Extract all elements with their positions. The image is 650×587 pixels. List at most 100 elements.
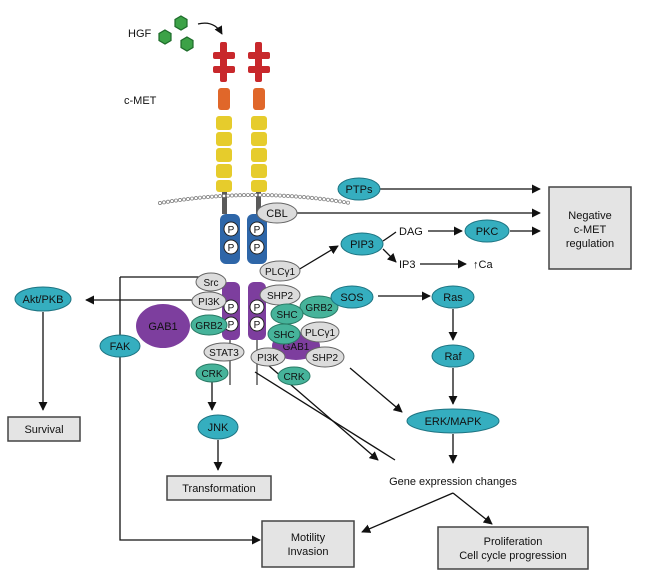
ptps-label: PTPs [346,184,373,196]
gene-proliferation-arrow [452,492,493,525]
cbl-label: CBL [266,208,287,220]
cell-membrane [158,193,350,205]
membrane-lipid [170,199,174,204]
motility-box: Motility Invasion [261,520,355,568]
membrane-lipid [202,195,206,200]
membrane-lipid [238,193,242,198]
membrane-lipid [318,196,322,201]
membrane-lipid [294,194,298,199]
survival-box: Survival [7,416,81,442]
membrane-lipid [330,198,334,203]
membrane-lipid [158,201,162,205]
pip3-label: PIP3 [350,239,374,251]
pip3-split [382,231,397,242]
membrane-lipid [302,195,306,200]
membrane-lipid [162,200,166,205]
membrane-lipid [250,193,254,197]
negative-regulation-box: Negative c-MET regulation [548,186,632,270]
membrane-lipid [242,193,246,198]
svg-text:Invasion: Invasion [288,546,329,558]
membrane-lipid [230,193,234,198]
phospho-sites: P P P P P P P P [223,221,265,332]
membrane-lipid [254,193,258,197]
membrane-lipid [246,193,250,197]
stat3-label: STAT3 [209,348,239,359]
ipt-domains-left [216,116,232,192]
crk-bottom-label: CRK [283,372,304,383]
hgf-hexagon [158,29,172,45]
gene-expression-text: Gene expression changes [389,476,517,488]
grb2-left-label: GRB2 [195,321,223,332]
svg-text:Cell cycle progression: Cell cycle progression [459,550,567,562]
membrane-lipid [178,198,182,202]
membrane-lipid [306,195,310,200]
membrane-lipid [278,193,282,198]
kinase-domain-left [220,214,240,264]
signaling-nodes: PTPs PIP3 PKC SOS Ras Raf ERK/MAPK JNK A… [14,177,510,440]
pkc-label: PKC [476,226,499,238]
phospho-label: P [228,320,235,331]
membrane-lipid [222,193,226,198]
membrane-lipid [326,197,330,202]
raf-label: Raf [444,351,462,363]
cmet-label: c-MET [124,95,157,107]
membrane-lipid [282,193,286,198]
plcg1-pip3-arrow [297,245,339,271]
transformation-box: Transformation [166,475,272,501]
shp2-bottom-label: SHP2 [312,353,339,364]
dag-text: DAG [399,226,423,238]
membrane-lipid [214,194,218,199]
svg-text:Negative: Negative [568,210,611,222]
jnk-label: JNK [208,422,229,434]
membrane-lipid [346,200,350,205]
membrane-lipid [270,193,274,198]
grb2-erk-arrow [349,367,403,413]
phospho-label: P [228,243,235,254]
calcium-text: ↑Ca [473,259,493,271]
membrane-lipid [314,196,318,201]
psi-domain-left [218,88,230,110]
crk-left-label: CRK [201,369,222,380]
sema-domain-right [255,42,262,82]
sos-label: SOS [340,292,363,304]
shc-lower-label: SHC [273,330,294,341]
phospho-label: P [254,243,261,254]
outcome-boxes: Negative c-MET regulation Survival Trans… [7,186,632,570]
membrane-lipid [338,199,342,204]
akt-label: Akt/PKB [23,294,64,306]
membrane-lipid [210,194,214,199]
pi3k-bottom-label: PI3K [257,353,279,364]
gab1-large [136,304,190,348]
erk-label: ERK/MAPK [425,416,483,428]
hgf-binding-arrow [197,22,223,35]
ip3-text: IP3 [399,259,416,271]
membrane-lipid [206,195,210,199]
membrane-lipid [198,195,202,200]
svg-text:regulation: regulation [566,238,614,250]
membrane-lipid [290,194,294,199]
membrane-lipid [182,197,186,202]
fak-label: FAK [110,341,131,353]
shp2-top-label: SHP2 [267,291,294,302]
phospho-label: P [254,320,261,331]
sema-domain-left [220,42,227,82]
right-adaptors: CBL PLCγ1 SHP2 GRB2 SHC GAB1 SHC PLCγ1 P… [250,202,345,386]
svg-text:c-MET: c-MET [574,224,607,236]
membrane-lipid [274,193,278,198]
pip3-ip3-arrow [382,248,397,263]
gab1-large-label: GAB1 [148,321,177,333]
membrane-lipid [286,194,290,198]
membrane-lipid [194,196,198,201]
hgf-label: HGF [128,28,152,40]
phospho-label: P [228,225,235,236]
membrane-lipid [234,193,238,198]
membrane-lipid [174,198,178,203]
membrane-lipid [322,197,326,202]
membrane-lipid [334,198,338,203]
membrane-lipid [258,193,262,197]
membrane-lipid [342,200,346,204]
src-fak-motility-arrow [119,277,261,545]
phospho-label: P [228,303,235,314]
pi3k-left-label: PI3K [198,297,220,308]
